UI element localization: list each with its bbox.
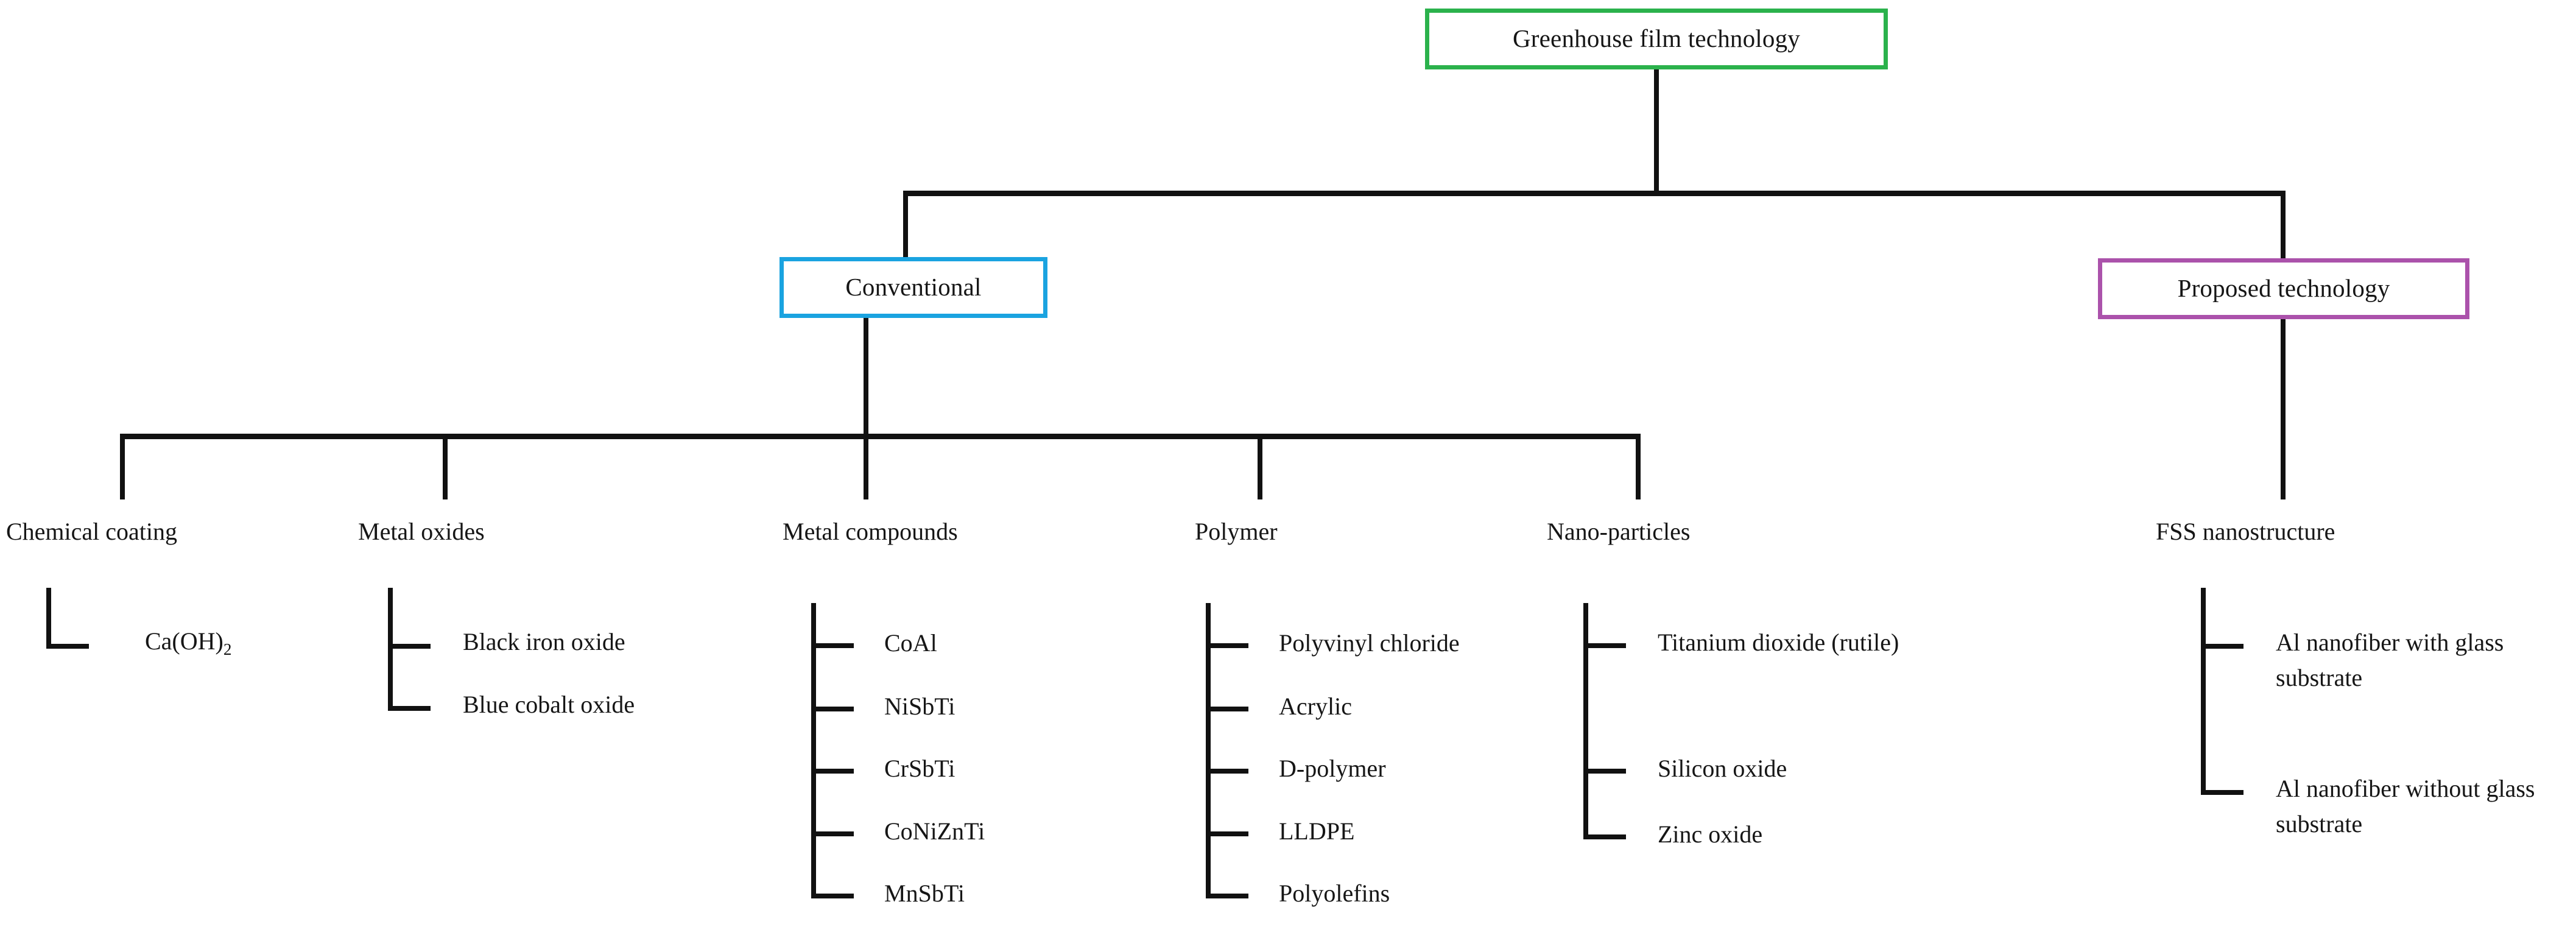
connector-level2-bus (120, 434, 1641, 439)
branch-stem (1206, 603, 1211, 898)
leaf-tick (1583, 834, 1626, 839)
leaf-label-coal: CoAl (884, 629, 937, 657)
connector-drop-polymer (1258, 434, 1262, 499)
leaf-tick (811, 894, 854, 898)
branch-stem (2201, 588, 2206, 795)
leaf-label-zinc-oxide: Zinc oxide (1658, 820, 1763, 848)
branch-stem (388, 588, 393, 711)
category-label-polymer: Polymer (1195, 518, 1278, 545)
connector-proposed-stem (2281, 319, 2286, 499)
leaf-tick (1583, 769, 1626, 774)
leaf-tick (1206, 831, 1248, 836)
leaf-label-titanium-dioxide-rutile: Titanium dioxide (rutile) (1658, 629, 1899, 656)
leaf-label-silicon-oxide: Silicon oxide (1658, 755, 1787, 782)
connector-drop-chemical-coating (120, 434, 125, 499)
leaf-tick (811, 643, 854, 648)
leaf-label-black-iron-oxide: Black iron oxide (463, 628, 625, 655)
branch-stem (46, 588, 51, 649)
leaf-label-d-polymer: D-polymer (1279, 755, 1386, 782)
connector-drop-metal-compounds (864, 434, 868, 499)
node-conventional[interactable]: Conventional (779, 257, 1047, 318)
leaf-tick (388, 644, 431, 649)
leaf-text: Ca(OH) (145, 627, 223, 655)
leaf-label-mnsbti: MnSbTi (884, 880, 965, 907)
branch-stem (811, 603, 816, 898)
connector-drop-metal-oxides (443, 434, 448, 499)
node-label: Proposed technology (2177, 274, 2390, 303)
category-label-nano-particles: Nano-particles (1547, 518, 1691, 545)
leaf-label-polyvinyl-chloride: Polyvinyl chloride (1279, 629, 1460, 657)
node-label: Conventional (845, 273, 982, 302)
connector-drop-proposed (2281, 191, 2286, 260)
leaf-tick (1206, 707, 1248, 711)
leaf-tick (1206, 769, 1248, 774)
category-label-fss-nanostructure: FSS nanostructure (2156, 518, 2335, 545)
node-label: Greenhouse film technology (1512, 24, 1800, 53)
leaf-tick (1206, 894, 1248, 898)
connector-drop-conventional (903, 191, 908, 259)
category-label-metal-compounds: Metal compounds (783, 518, 958, 545)
leaf-label-al-nanofiber-with-glass-substrate: Al nanofiber with glass substrate (2276, 629, 2504, 691)
leaf-label-acrylic: Acrylic (1279, 693, 1352, 720)
leaf-tick (1583, 643, 1626, 648)
leaf-tick (2201, 790, 2243, 795)
leaf-tick (811, 769, 854, 774)
leaf-label-conizntI: CoNiZnTi (884, 817, 985, 845)
leaf-label-ca-oh-2: Ca(OH)2 (145, 629, 231, 658)
leaf-tick (811, 831, 854, 836)
leaf-subscript: 2 (223, 640, 232, 659)
leaf-tick (46, 644, 89, 649)
category-label-metal-oxides: Metal oxides (358, 518, 485, 545)
leaf-tick (811, 707, 854, 711)
leaf-label-nisbti: NiSbTi (884, 693, 955, 720)
node-greenhouse-film-technology[interactable]: Greenhouse film technology (1425, 9, 1888, 69)
node-proposed-technology[interactable]: Proposed technology (2098, 258, 2469, 319)
branch-stem (1583, 603, 1588, 839)
leaf-label-polyolefins: Polyolefins (1279, 880, 1390, 907)
leaf-tick (1206, 643, 1248, 648)
connector-level1-bus (903, 191, 2286, 196)
leaf-tick (388, 706, 431, 711)
leaf-tick (2201, 644, 2243, 649)
connector-drop-nano-particles (1636, 434, 1641, 499)
category-label-chemical-coating: Chemical coating (6, 518, 178, 545)
connector-root-stem (1654, 69, 1659, 194)
leaf-label-al-nanofiber-without-glass-substrate: Al nanofiber without glass substrate (2276, 775, 2535, 838)
leaf-label-blue-cobalt-oxide: Blue cobalt oxide (463, 691, 635, 718)
leaf-label-crsbti: CrSbTi (884, 755, 955, 782)
leaf-label-lldpe: LLDPE (1279, 817, 1355, 845)
connector-conventional-stem (864, 318, 868, 436)
